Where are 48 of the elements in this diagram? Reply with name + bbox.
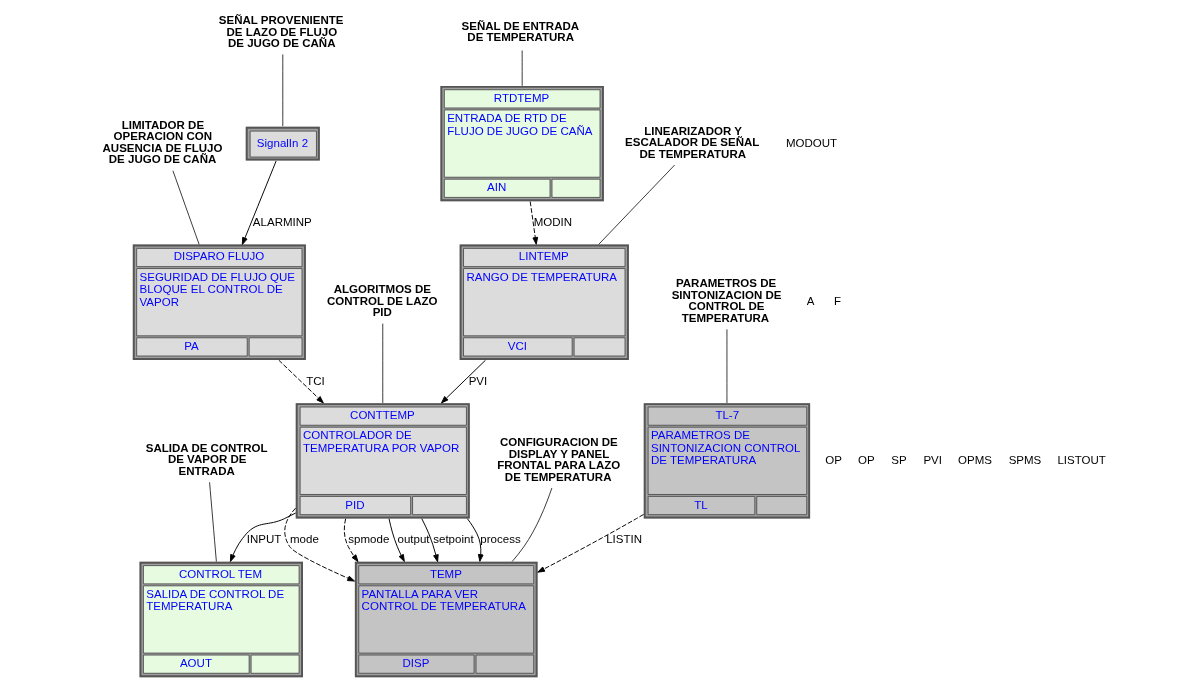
arrow: [529, 201, 539, 245]
label: A: [806, 295, 815, 308]
label: OP: [858, 453, 875, 466]
arrow: [284, 507, 355, 582]
edge-label: ALARMINP: [252, 215, 312, 228]
connector: [521, 50, 523, 87]
edge-label: LISTIN: [606, 533, 642, 546]
edge-label: setpoint: [433, 533, 474, 546]
label: OP: [825, 453, 842, 466]
edge-label: INPUT: [246, 533, 282, 546]
edge-label: process: [480, 533, 521, 546]
node-text: LIMITADOR DE OPERACION CON AUSENCIA DE FLUJO DE JUGO DE CAÑA: [102, 118, 223, 166]
node-text: LINEARIZADOR Y ESCALADOR DE SEÑAL DE TEMPERATURA: [625, 124, 760, 160]
label: SPMS: [1008, 453, 1042, 466]
edge-label: output: [397, 533, 430, 546]
node-text: CONFIGURACION DE DISPLAY Y PANEL FRONTAL PARA LAZO DE TEMPERATURA: [497, 436, 621, 483]
arrow: [537, 513, 645, 573]
edge-label: spmode: [348, 533, 390, 546]
arrow: [388, 518, 405, 562]
label: F: [833, 295, 842, 308]
node-text: PARAMETROS DE SINTONIZACION DE CONTROL DE TEMPERATURA: [671, 277, 782, 324]
label: OPMS: [958, 453, 992, 466]
arrow: [278, 359, 324, 404]
label: MODOUT: [785, 136, 838, 149]
edge-label: MODIN: [533, 215, 573, 228]
connector: [382, 323, 384, 404]
label: PVI: [923, 453, 942, 466]
edge-label: mode: [290, 533, 319, 546]
node-text: SALIDA DE CONTROL DE VAPOR DE ENTRADA: [145, 441, 268, 477]
edge-label: PVI: [468, 374, 488, 387]
connector: [511, 487, 553, 562]
arrow: [229, 512, 297, 562]
node-text: ALGORITMOS DE CONTROL DE LAZO PID: [327, 283, 438, 319]
arrow: [343, 518, 359, 563]
arrow: [441, 359, 486, 404]
node-text: SEÑAL DE ENTRADA DE TEMPERATURA: [461, 19, 580, 44]
connector: [172, 170, 200, 245]
label: SP: [891, 453, 907, 466]
connector: [726, 329, 728, 404]
connector: [282, 54, 284, 127]
edge-label: TCI: [306, 374, 325, 387]
node-text: SEÑAL PROVENIENTE DE LAZO DE FLUJO DE JUGO DE CAÑA: [218, 13, 344, 50]
arrow: [466, 518, 484, 562]
connector: [209, 481, 217, 562]
connector: [598, 164, 676, 245]
arrow: [421, 518, 439, 563]
arrow: [241, 160, 277, 245]
label: LISTOUT: [1057, 453, 1106, 466]
